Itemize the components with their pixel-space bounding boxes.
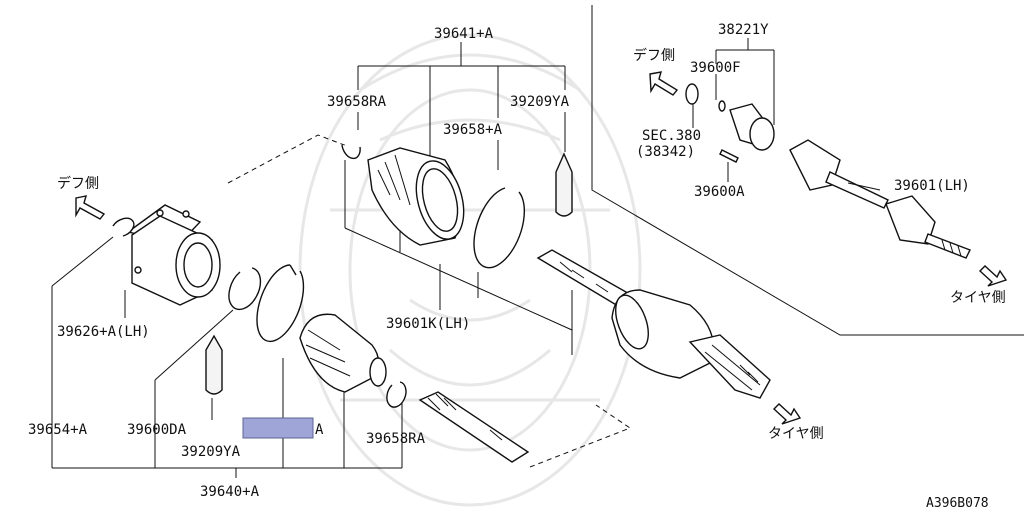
part-label-39600A[interactable]: 39600A [694, 184, 745, 200]
inset-leaders [692, 38, 881, 191]
direction-label-diff-right: デフ側 [633, 47, 675, 64]
part-label-39600DA[interactable]: 39600DA [127, 422, 187, 438]
bracket-39641A [357, 42, 566, 170]
part-label-39209YA-top[interactable]: 39209YA [510, 94, 570, 110]
grease-tube-part [205, 334, 223, 395]
part-label-39640A[interactable]: 39640+A [200, 484, 260, 500]
large-band-part [473, 187, 526, 269]
diagram-id: A396B078 [926, 496, 989, 510]
section-ref-38342[interactable]: (38342) [636, 144, 695, 160]
arrow-diff-right-icon [649, 71, 679, 96]
part-label-39654A[interactable]: 39654+A [28, 422, 88, 438]
arrow-diff-left-icon [75, 195, 106, 220]
part-label-39658A[interactable]: 39658+A [443, 122, 503, 138]
part-label-39641A[interactable]: 39641+A [434, 26, 494, 42]
direction-label-tire-bottom: タイヤ側 [768, 426, 824, 442]
arrow-tire-bottom-icon [772, 403, 802, 425]
highlighted-part-box[interactable] [242, 417, 314, 439]
part-label-hidden-suffix[interactable]: A [315, 422, 324, 438]
inset-driveshaft-part [789, 139, 971, 259]
inset-flange-part [685, 83, 775, 163]
outer-joint-part [611, 289, 771, 399]
inner-joint-housing-part [112, 204, 221, 306]
watermark-emblem [298, 33, 642, 507]
part-label-39601LH[interactable]: 39601(LH) [894, 178, 970, 194]
boot-band-part [256, 264, 305, 343]
bracket-39640A [51, 236, 403, 478]
inner-shaft-part [418, 391, 530, 463]
shaft-axis-lower [529, 404, 632, 468]
part-label-39601K[interactable]: 39601K(LH) [386, 316, 470, 332]
bracket-39601K [344, 160, 573, 355]
part-label-39626A[interactable]: 39626+A(LH) [57, 324, 150, 340]
direction-label-tire-right: タイヤ側 [950, 290, 1006, 306]
part-label-39658RA-top[interactable]: 39658RA [327, 94, 387, 110]
arrow-tire-right-icon [978, 265, 1008, 287]
part-label-39658RA-bottom[interactable]: 39658RA [366, 431, 426, 447]
snap-ring-part [228, 267, 262, 311]
part-label-39600F[interactable]: 39600F [690, 60, 741, 76]
upper-boot-part [341, 144, 465, 246]
shaft-axis-upper [227, 134, 353, 184]
direction-label-diff-left: デフ側 [57, 175, 99, 192]
inner-boot-part [299, 313, 387, 393]
part-label-38221Y[interactable]: 38221Y [718, 22, 769, 38]
small-band-part [386, 381, 407, 408]
inset-separator-line [591, 5, 1024, 336]
section-ref-380[interactable]: SEC.380 [642, 128, 701, 144]
grease-tube-top-part [555, 152, 573, 217]
part-label-39209YA-bottom[interactable]: 39209YA [181, 444, 241, 460]
